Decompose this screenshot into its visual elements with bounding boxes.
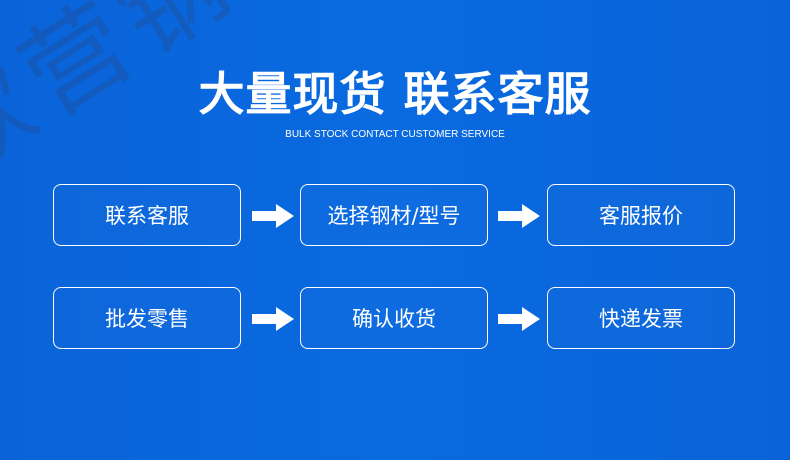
step-contact-service: 联系客服	[53, 184, 241, 246]
page-title: 大量现货 联系客服	[198, 67, 592, 121]
arrow-right-icon	[252, 305, 294, 333]
step-quotation: 客服报价	[547, 184, 735, 246]
step-label: 联系客服	[105, 204, 189, 228]
step-express-invoice: 快递发票	[547, 287, 735, 349]
step-label: 客服报价	[599, 204, 683, 228]
arrow-right-icon	[252, 202, 294, 230]
step-label: 选择钢材/型号	[327, 204, 461, 228]
step-label: 确认收货	[352, 307, 436, 331]
arrow-right-icon	[498, 305, 540, 333]
step-wholesale-retail: 批发零售	[53, 287, 241, 349]
page-subtitle: BULK STOCK CONTACT CUSTOMER SERVICE	[285, 129, 505, 140]
arrow-right-icon	[498, 202, 540, 230]
step-label: 批发零售	[105, 307, 189, 331]
step-confirm-receipt: 确认收货	[300, 287, 488, 349]
step-select-steel: 选择钢材/型号	[300, 184, 488, 246]
step-label: 快递发票	[599, 307, 683, 331]
